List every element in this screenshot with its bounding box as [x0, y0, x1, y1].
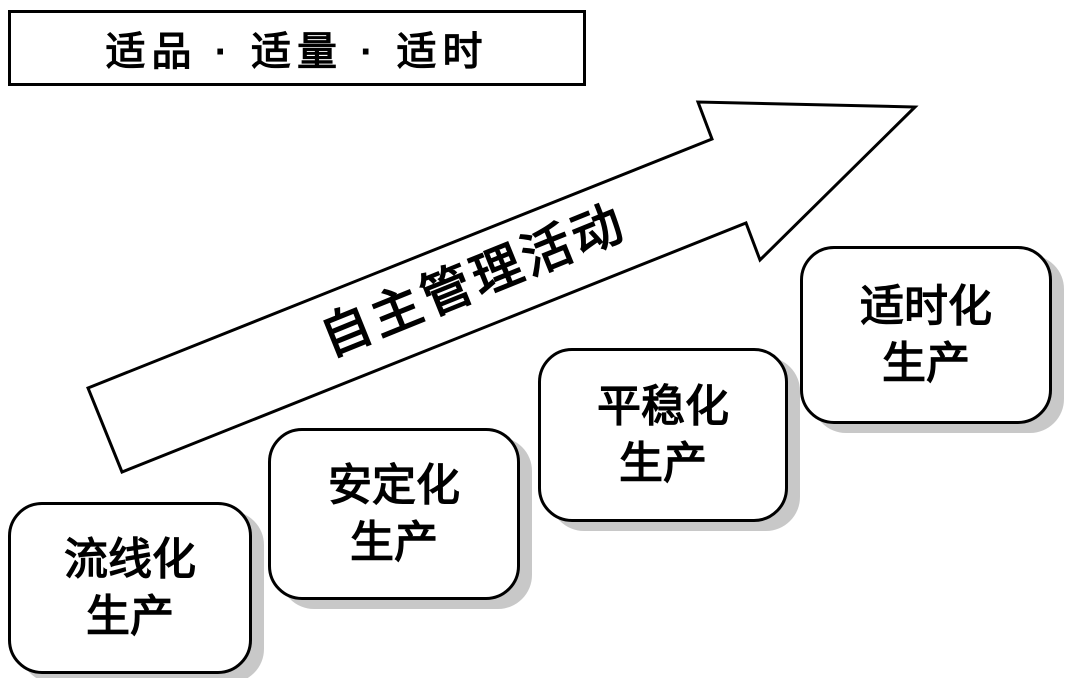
title-box: 适品 · 适量 · 适时: [8, 10, 586, 86]
step-label-line1: 适时化: [860, 281, 992, 331]
step-label-line1: 流线化: [64, 534, 196, 584]
step-box-just-in-time-production: 适时化 生产: [800, 246, 1052, 424]
step-label-line2: 生产: [882, 339, 970, 388]
arrow-shape: [86, 100, 919, 474]
step-label-line2: 生产: [86, 592, 174, 641]
step-label-line2: 生产: [350, 518, 438, 567]
step-label-line1: 安定化: [328, 460, 460, 510]
step-label-line1: 平稳化: [597, 381, 729, 431]
step-box-streamlined-production: 流线化 生产: [8, 502, 252, 674]
step-label-line2: 生产: [619, 439, 707, 488]
title-text: 适品 · 适量 · 适时: [105, 30, 489, 74]
step-box-leveled-production: 平稳化 生产: [538, 348, 788, 522]
arrow-label: 自主管理活动: [313, 194, 634, 367]
step-box-stabilized-production: 安定化 生产: [268, 428, 520, 600]
